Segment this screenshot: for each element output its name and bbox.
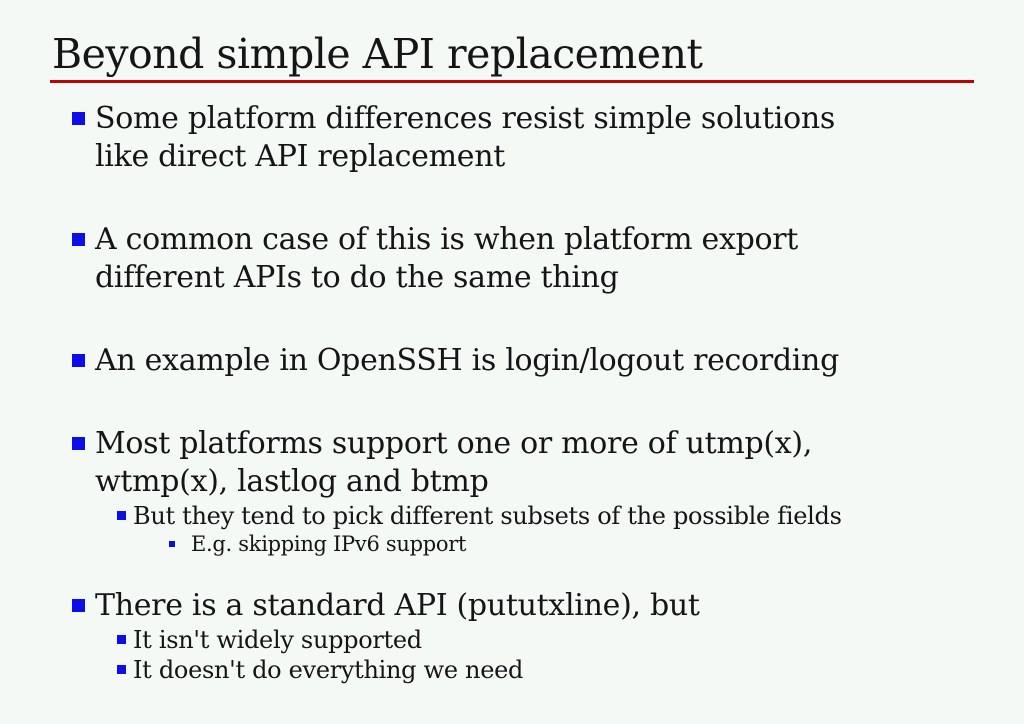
bullet-item: A common case of this is when platform e…: [72, 221, 982, 297]
bullet-item: An example in OpenSSH is login/logout re…: [72, 342, 982, 380]
sub-bullet-list: But they tend to pick different subsets …: [117, 501, 982, 558]
title-underline: [50, 80, 974, 83]
bullet-text: An example in OpenSSH is login/logout re…: [95, 343, 839, 378]
slide-body: Some platform differences resist simple …: [72, 100, 982, 685]
sub-bullet-text: It isn't widely supported: [133, 626, 422, 654]
sub-bullet-text: It doesn't do everything we need: [133, 656, 524, 684]
bullet-item: There is a standard API (pututxline), bu…: [72, 587, 982, 685]
bullet-square-icon: [117, 635, 126, 644]
bullet-item: Most platforms support one or more of ut…: [72, 425, 982, 558]
sub-bullet-item: It isn't widely supported: [117, 625, 982, 655]
bullet-text: Most platforms support one or more of ut…: [95, 426, 813, 499]
sub-bullet-item: But they tend to pick different subsets …: [117, 501, 982, 558]
bullet-square-icon: [72, 233, 85, 246]
bullet-item: Some platform differences resist simple …: [72, 100, 982, 176]
sub-sub-bullet-list: E.g. skipping IPv6 support: [169, 531, 982, 558]
bullet-list: Some platform differences resist simple …: [72, 100, 982, 685]
sub-sub-bullet-item: E.g. skipping IPv6 support: [169, 531, 982, 558]
bullet-square-icon: [72, 599, 85, 612]
bullet-text: Some platform differences resist simple …: [95, 101, 835, 174]
sub-bullet-item: It doesn't do everything we need: [117, 655, 982, 685]
sub-bullet-list: It isn't widely supported It doesn't do …: [117, 625, 982, 685]
sub-bullet-text: But they tend to pick different subsets …: [133, 502, 842, 530]
slide-title: Beyond simple API replacement: [52, 30, 703, 78]
bullet-square-icon: [117, 511, 126, 520]
bullet-square-icon: [72, 112, 85, 125]
bullet-text: There is a standard API (pututxline), bu…: [95, 588, 700, 623]
bullet-square-icon: [72, 354, 85, 367]
bullet-square-icon: [169, 541, 175, 547]
sub-sub-bullet-text: E.g. skipping IPv6 support: [191, 532, 467, 556]
bullet-text: A common case of this is when platform e…: [95, 222, 799, 295]
bullet-square-icon: [72, 437, 85, 450]
bullet-square-icon: [117, 665, 126, 674]
